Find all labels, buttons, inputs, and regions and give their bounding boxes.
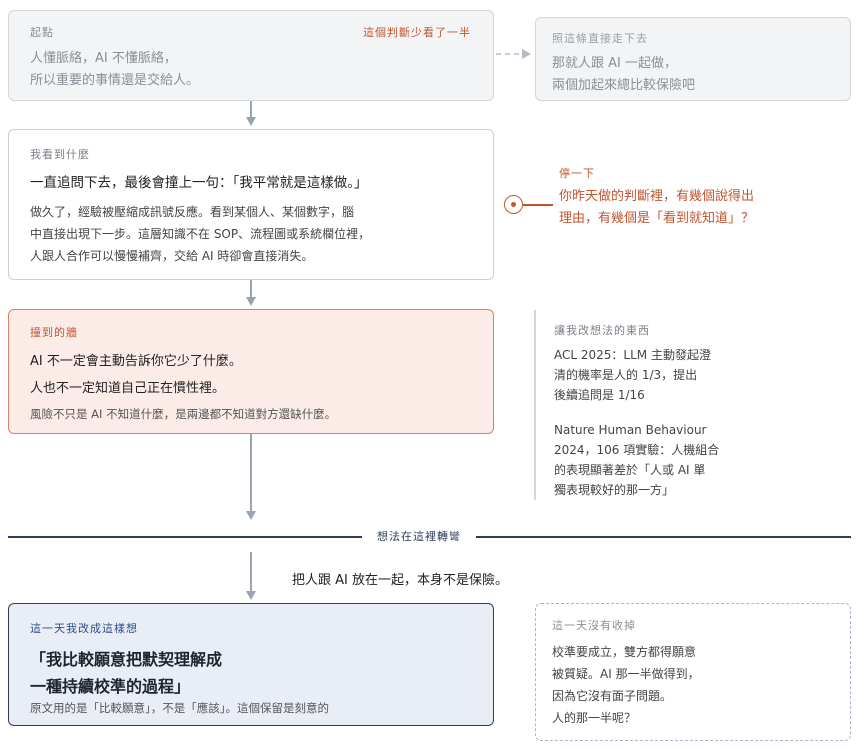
saw-line: 人跟人合作可以慢慢補齊，交給 AI 時卻會直接消失。 [30, 249, 314, 263]
arrow-divider-to-reframe [250, 552, 252, 592]
sources-tag: 讓我改想法的東西 [554, 324, 650, 337]
pause-line: 理由，有幾個是「看到就知道」？ [559, 211, 755, 226]
statement-text: 把人跟 AI 放在一起，本身不是保險。 [292, 573, 508, 588]
dashed-arrow-start-to-follow [496, 49, 531, 59]
wall-line-2: 人也不一定知道自己正在慣性裡。 [30, 381, 226, 396]
arrow-head-icon [246, 297, 256, 306]
saw-body: 做久了，經驗被壓縮成訊號反應。看到某個人、某個數字，腦 中直接出現下一步。這層知… [30, 201, 370, 267]
start-tag: 起點 [30, 26, 54, 39]
wall-box: 撞到的牆 AI 不一定會主動告訴你它少了什麼。 人也不一定知道自己正在慣性裡。 … [8, 309, 494, 434]
source-line: Nature Human Behaviour [554, 423, 707, 437]
reframe-box: 這一天我改成這樣想 「我比較願意把默契理解成 一種持續校準的過程」 原文用的是「… [8, 603, 494, 726]
arrow-head-icon [246, 511, 256, 520]
saw-box: 我看到什麼 一直追問下去，最後會撞上一句：「我平常就是這樣做。」 做久了，經驗被… [8, 129, 494, 280]
unresolved-line: 被質疑。AI 那一半做得到， [552, 667, 700, 681]
pause-connector [523, 204, 553, 206]
arrow-start-to-saw [250, 101, 252, 119]
pause-line: 你昨天做的判斷裡，有幾個說得出 [559, 189, 755, 204]
arrow-wall-to-divider [250, 434, 252, 512]
saw-line: 做久了，經驗被壓縮成訊號反應。看到某個人、某個數字，腦 [30, 205, 355, 219]
follow-line: 兩個加起來總比較保險吧 [552, 78, 696, 93]
reframe-quote-line: 一種持續校準的過程」 [30, 677, 191, 696]
follow-body: 那就人跟 AI 一起做， 兩個加起來總比較保險吧 [552, 53, 695, 97]
unresolved-tag: 這一天沒有收掉 [552, 619, 636, 632]
reframe-tag: 這一天我改成這樣想 [30, 622, 138, 635]
reframe-note: 原文用的是「比較願意」，不是「應該」。這個保留是刻意的 [30, 701, 329, 715]
unresolved-line: 人的那一半呢？ [552, 711, 637, 725]
source-acl: ACL 2025：LLM 主動發起澄 清的機率是人的 1/3，提出 後續追問是 … [554, 345, 711, 405]
source-line: 清的機率是人的 1/3，提出 [554, 368, 698, 382]
start-flag: 這個判斷少看了一半 [363, 26, 471, 39]
saw-tag: 我看到什麼 [30, 148, 90, 161]
arrow-head-icon [246, 117, 256, 126]
source-line: 後續追問是 1/16 [554, 388, 645, 402]
follow-box: 照這條直接走下去 那就人跟 AI 一起做， 兩個加起來總比較保險吧 [535, 17, 851, 101]
saw-headline: 一直追問下去，最後會撞上一句：「我平常就是這樣做。」 [30, 175, 368, 191]
reframe-quote: 「我比較願意把默契理解成 一種持續校準的過程」 [30, 646, 222, 700]
source-line: 獨表現較好的那一方」 [554, 483, 675, 497]
start-body: 人懂脈絡，AI 不懂脈絡， 所以重要的事情還是交給人。 [30, 48, 199, 92]
start-line: 人懂脈絡，AI 不懂脈絡， [30, 51, 177, 66]
start-box: 起點 這個判斷少看了一半 人懂脈絡，AI 不懂脈絡， 所以重要的事情還是交給人。 [8, 10, 494, 101]
unresolved-line: 校準要成立，雙方都得願意 [552, 645, 697, 659]
target-icon [504, 195, 523, 214]
pause-note: 停一下 你昨天做的判斷裡，有幾個說得出 理由，有幾個是「看到就知道」？ [504, 163, 794, 233]
source-line: 2024，106 項實驗：人機組合 [554, 443, 720, 457]
divider-label: 想法在這裡轉彎 [362, 528, 476, 546]
source-line: 的表現顯著差於「人或 AI 單 [554, 463, 706, 477]
follow-line: 那就人跟 AI 一起做， [552, 56, 677, 71]
unresolved-line: 因為它沒有面子問題。 [552, 689, 673, 703]
wall-line-1: AI 不一定會主動告訴你它少了什麼。 [30, 354, 242, 369]
unresolved-box: 這一天沒有收掉 校準要成立，雙方都得願意 被質疑。AI 那一半做得到， 因為它沒… [535, 603, 851, 741]
pause-tag: 停一下 [559, 167, 595, 180]
sources-panel: 讓我改想法的東西 ACL 2025：LLM 主動發起澄 清的機率是人的 1/3，… [534, 310, 834, 500]
start-line: 所以重要的事情還是交給人。 [30, 73, 200, 88]
follow-tag: 照這條直接走下去 [552, 32, 648, 45]
source-line: ACL 2025：LLM 主動發起澄 [554, 348, 711, 362]
unresolved-body: 校準要成立，雙方都得願意 被質疑。AI 那一半做得到， 因為它沒有面子問題。 人… [552, 641, 700, 729]
arrow-saw-to-wall [250, 280, 252, 299]
pause-body: 你昨天做的判斷裡，有幾個說得出 理由，有幾個是「看到就知道」？ [559, 186, 754, 230]
wall-tag: 撞到的牆 [30, 326, 78, 339]
saw-line: 中直接出現下一步。這層知識不在 SOP、流程圖或系統欄位裡， [30, 227, 371, 241]
arrow-head-icon [246, 591, 256, 600]
wall-line-3: 風險不只是 AI 不知道什麼，是兩邊都不知道對方還缺什麼。 [30, 407, 337, 421]
reframe-quote-line: 「我比較願意把默契理解成 [30, 650, 223, 669]
source-nature: Nature Human Behaviour 2024，106 項實驗：人機組合… [554, 420, 719, 500]
